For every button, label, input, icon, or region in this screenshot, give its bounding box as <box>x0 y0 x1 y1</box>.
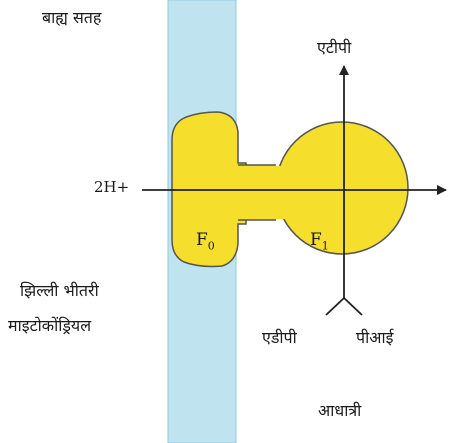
f1-subunit <box>275 121 409 255</box>
atp-label: एटीपी <box>317 38 352 57</box>
pi-input-line <box>343 297 363 316</box>
membrane-label-line1: झिल्ली भीतरी <box>20 281 99 300</box>
adp-input-line <box>325 297 345 316</box>
f0-label-base: F <box>196 230 208 250</box>
f1-label-base: F <box>310 230 322 250</box>
adp-label: एडीपी <box>262 328 297 347</box>
pi-label: पीआई <box>356 328 394 347</box>
f0-label-sub: 0 <box>207 239 215 253</box>
outer-surface-label: बाह्य सतह <box>42 8 102 27</box>
membrane-label-line2: माइटोकोंड्रियल <box>8 316 92 335</box>
f0-label: F0 <box>196 230 215 253</box>
proton-label: 2H+ <box>94 178 130 196</box>
matrix-label: आधात्री <box>318 401 362 420</box>
f1-label-sub: 1 <box>321 239 329 253</box>
f1-label: F1 <box>310 230 329 253</box>
